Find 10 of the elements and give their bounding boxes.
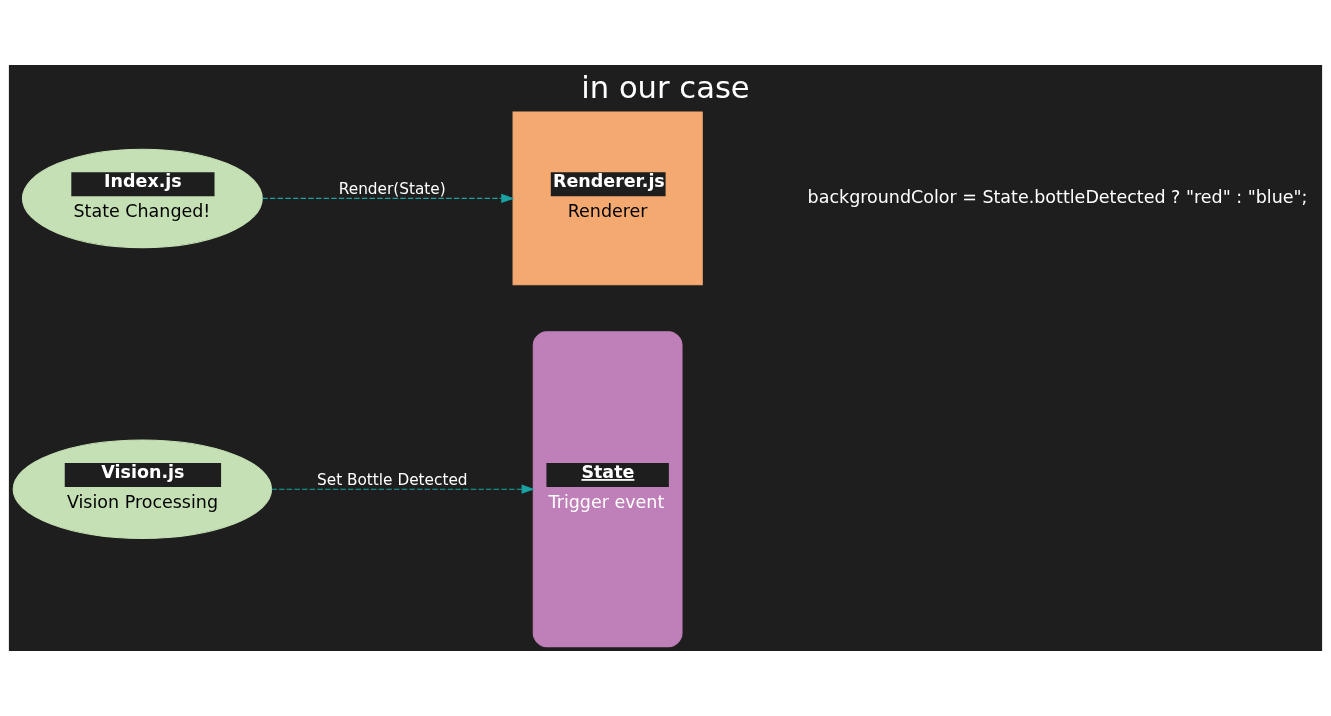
label: backgroundColor = State.bottleDetected ? "red" : "blue"; — [807, 186, 1308, 207]
node-box: Renderer.js Renderer — [512, 111, 703, 286]
node-ellipse: Vision.js Vision Processing — [12, 439, 273, 539]
node-ellipse: Index.js State Changed! — [21, 148, 263, 249]
arrow — [261, 193, 515, 203]
edge-label: Set Bottle Detected — [317, 471, 468, 490]
node-box: State Trigger event — [532, 331, 683, 648]
edge-label: Render(State) — [338, 180, 446, 199]
arrow — [271, 484, 535, 494]
diagram-title: in our case — [581, 70, 750, 106]
